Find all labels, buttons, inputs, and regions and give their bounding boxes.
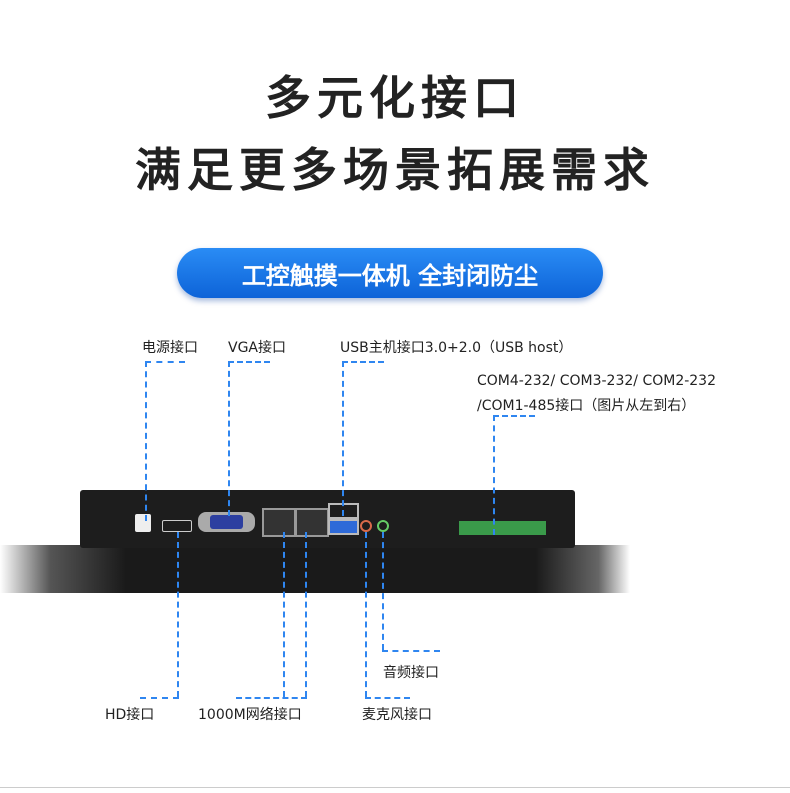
vga-port xyxy=(198,512,255,532)
leader-hd xyxy=(177,532,179,697)
power-port xyxy=(135,514,151,532)
heading-line2: 满足更多场景拓展需求 xyxy=(135,143,655,197)
lan-port-1 xyxy=(262,508,296,537)
lan-port-2 xyxy=(295,508,329,537)
divider xyxy=(0,787,790,788)
label-mic: 麦克风接口 xyxy=(362,707,432,723)
leader-lan-2 xyxy=(305,532,307,697)
label-hd: HD接口 xyxy=(105,707,155,723)
usb3-port xyxy=(328,519,359,535)
hdmi-port xyxy=(162,520,192,532)
leader-com xyxy=(493,415,495,535)
leader-power xyxy=(145,361,147,521)
label-audio: 音频接口 xyxy=(383,665,439,681)
leader-vga xyxy=(228,361,230,516)
device-io-panel xyxy=(80,490,575,548)
label-power: 电源接口 xyxy=(142,340,198,356)
feature-badge: 工控触摸一体机 全封闭防尘 xyxy=(177,248,603,298)
mic-port xyxy=(360,520,372,532)
leader-audio xyxy=(382,532,384,650)
device-bezel xyxy=(0,545,630,593)
heading-line1: 多元化接口 xyxy=(265,71,525,125)
label-com-1: COM4-232/ COM3-232/ COM2-232 xyxy=(477,373,716,389)
com-terminal-block xyxy=(459,521,546,535)
leader-mic xyxy=(365,532,367,697)
audio-port xyxy=(377,520,389,532)
leader-lan-1 xyxy=(283,532,285,697)
label-com-2: /COM1-485接口（图片从左到右） xyxy=(477,398,696,414)
label-lan: 1000M网络接口 xyxy=(198,707,302,723)
label-vga: VGA接口 xyxy=(228,340,287,356)
label-usb: USB主机接口3.0+2.0（USB host） xyxy=(340,340,573,356)
leader-usb xyxy=(342,361,344,516)
